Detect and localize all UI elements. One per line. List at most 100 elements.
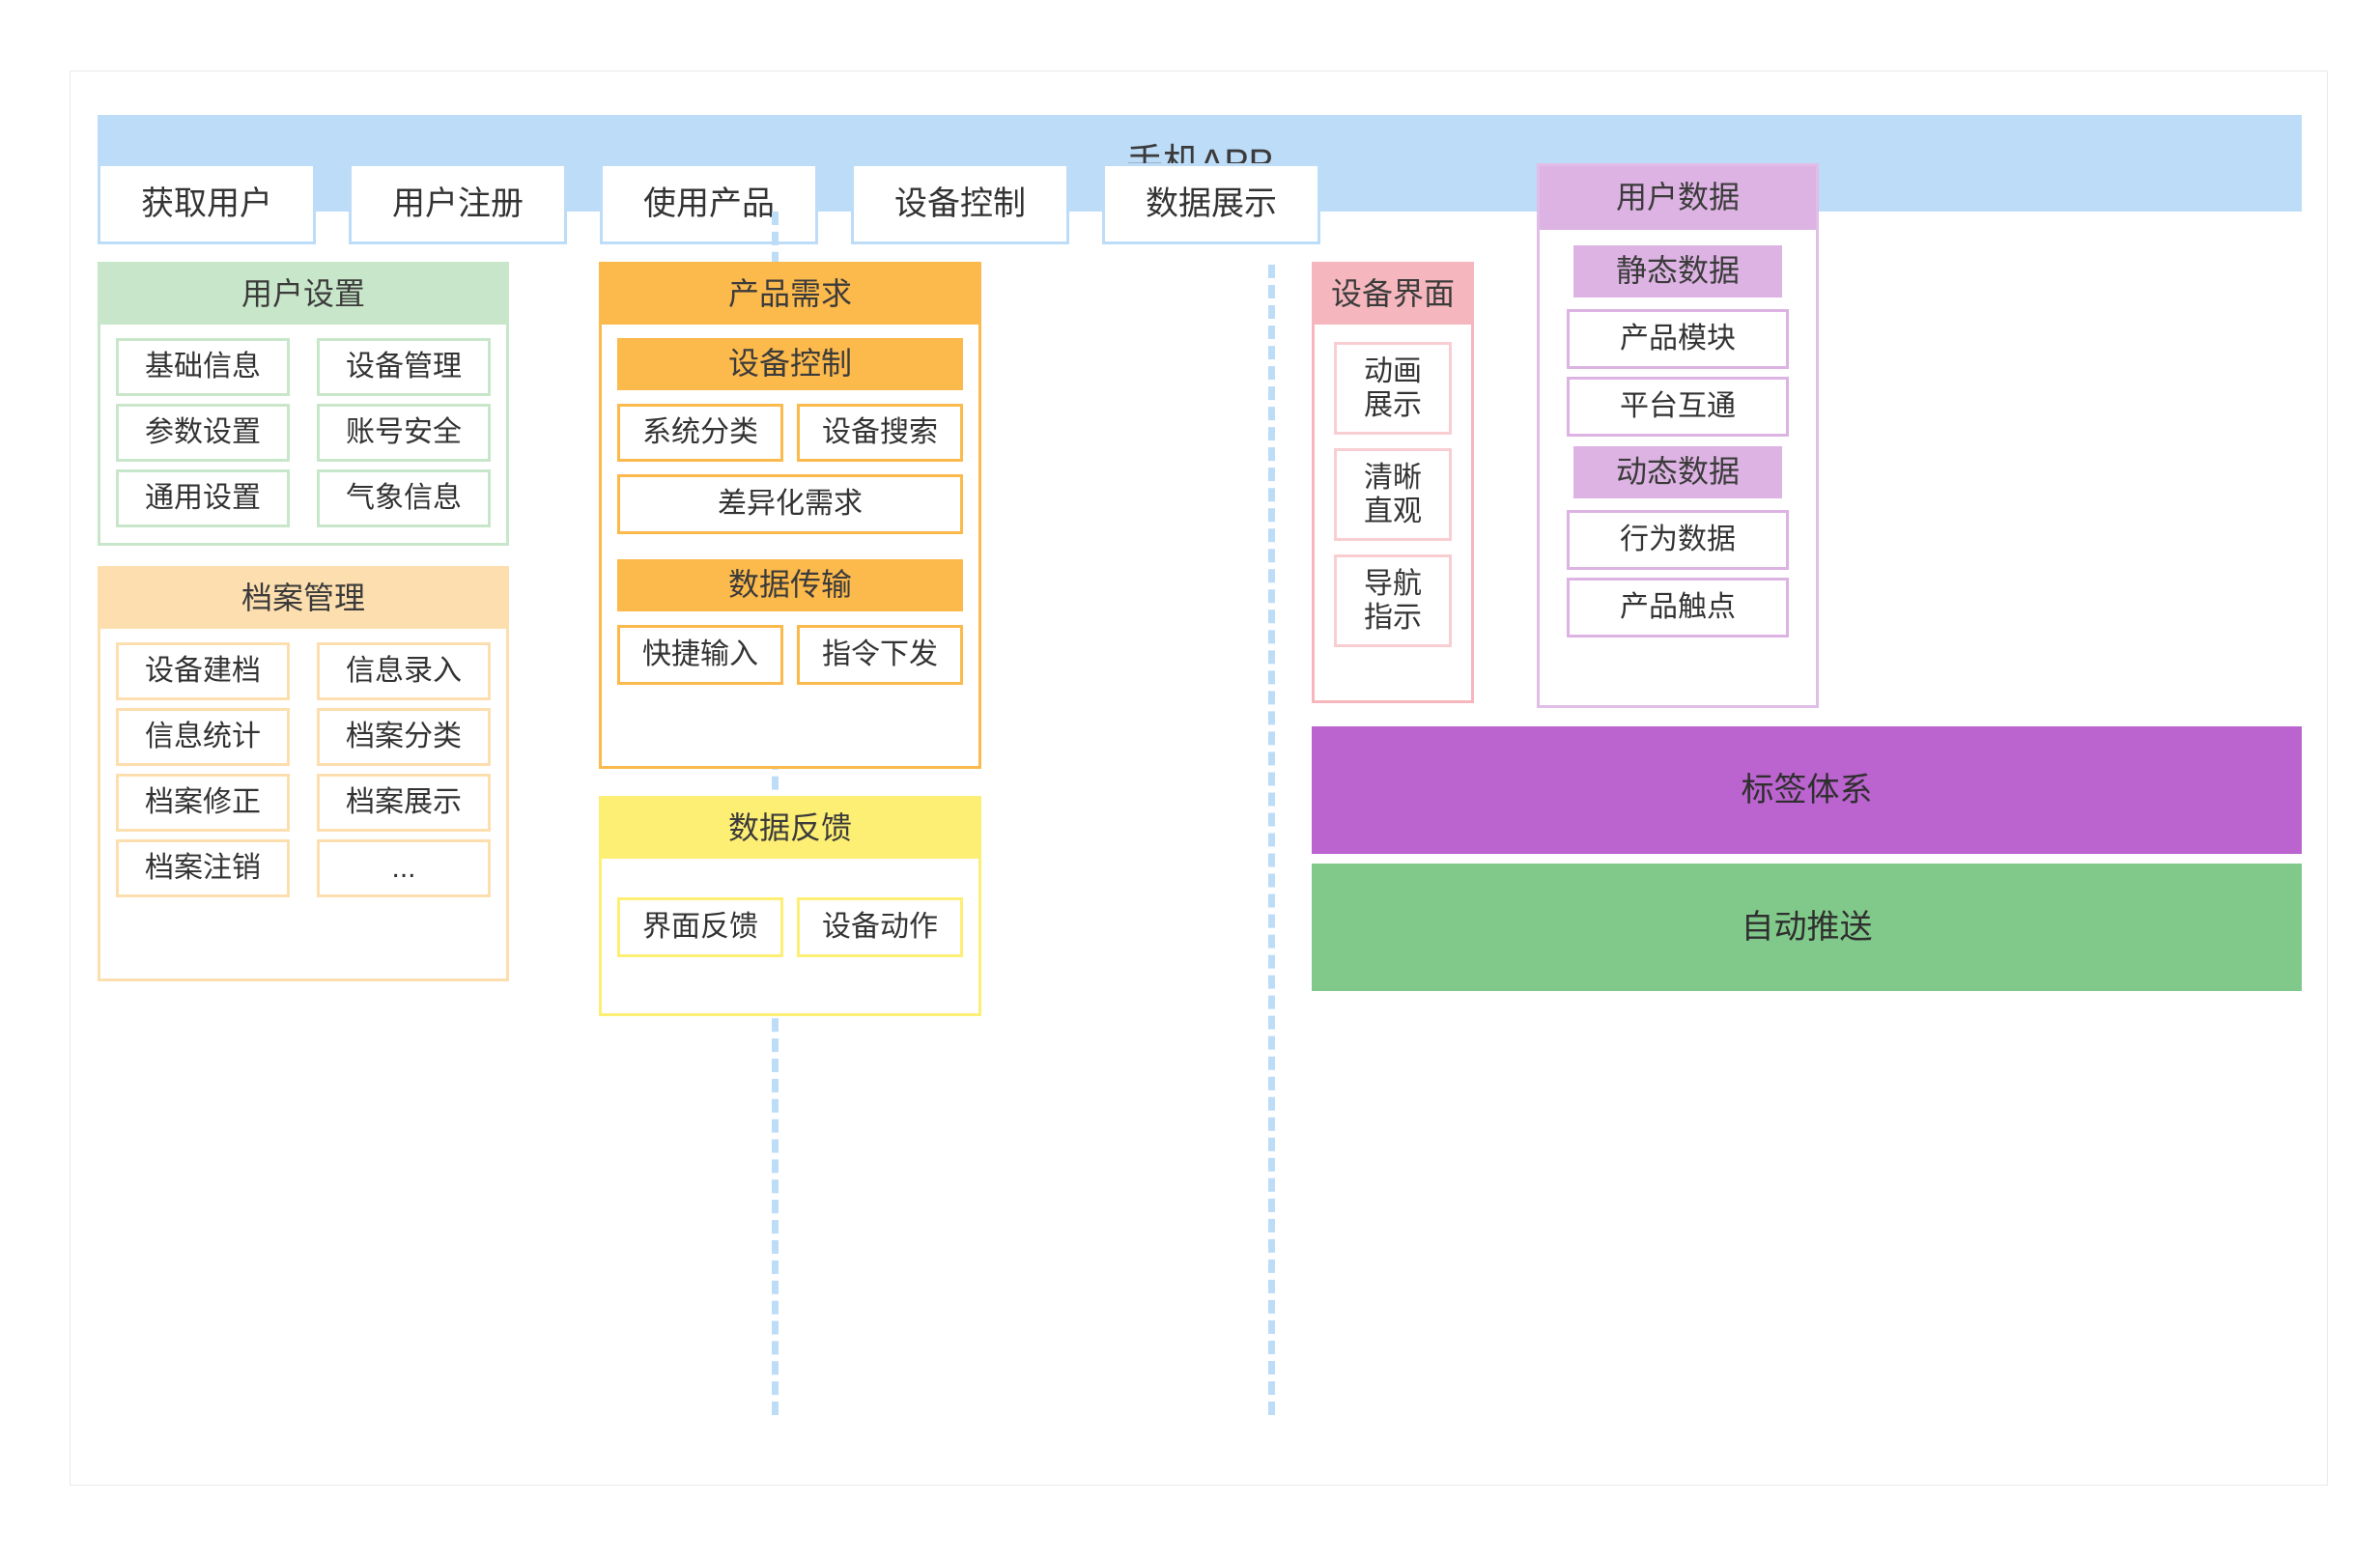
flow-step-2[interactable]: 用户注册 <box>349 163 567 244</box>
chip-system-category-label: 系统分类 <box>642 416 758 449</box>
chip-platform-interop[interactable]: 平台互通 <box>1567 377 1789 437</box>
panel-product-requirements-title: 产品需求 <box>602 265 978 325</box>
diagram-frame: 手机APP 获取用户 用户注册 使用产品 设备控制 数据展示 <box>70 71 2328 1486</box>
chip-archive-7-label: 档案注销 <box>145 852 261 885</box>
chip-ui-feedback[interactable]: 界面反馈 <box>617 897 783 957</box>
panel-user-data-title: 用户数据 <box>1540 166 1816 230</box>
chip-user-settings-4-label: 账号安全 <box>346 416 462 449</box>
panel-archive-management: 档案管理 设备建档 信息录入 信息统计 档案分类 档案修正 档案展示 档案注销 <box>98 566 509 981</box>
chip-behavior-data[interactable]: 行为数据 <box>1567 510 1789 570</box>
chip-user-settings-4[interactable]: 账号安全 <box>317 404 491 462</box>
band-dynamic-data: 动态数据 <box>1573 446 1782 498</box>
chip-command-dispatch[interactable]: 指令下发 <box>797 625 963 685</box>
chip-archive-1[interactable]: 设备建档 <box>116 642 290 700</box>
panel-user-settings-title: 用户设置 <box>100 265 506 325</box>
chip-platform-interop-label: 平台互通 <box>1620 390 1736 423</box>
chip-system-category[interactable]: 系统分类 <box>617 404 783 462</box>
chip-archive-6-label: 档案展示 <box>346 786 462 819</box>
chip-archive-5[interactable]: 档案修正 <box>116 774 290 832</box>
panel-user-data: 用户数据 静态数据 产品模块 平台互通 动态数据 行为数据 产品触点 <box>1537 163 1819 708</box>
chip-quick-input-label: 快捷输入 <box>642 638 758 671</box>
band-data-transmission: 数据传输 <box>617 559 963 611</box>
chip-ui-feedback-label: 界面反馈 <box>642 911 758 944</box>
chip-device-action[interactable]: 设备动作 <box>797 897 963 957</box>
band-data-transmission-label: 数据传输 <box>727 567 852 603</box>
panel-device-interface-title-text: 设备界面 <box>1330 276 1455 312</box>
chip-quick-input[interactable]: 快捷输入 <box>617 625 783 685</box>
chip-user-settings-2[interactable]: 设备管理 <box>317 338 491 396</box>
chip-archive-2[interactable]: 信息录入 <box>317 642 491 700</box>
chip-product-module-label: 产品模块 <box>1620 323 1736 355</box>
chip-navigation-indication[interactable]: 导航 指示 <box>1334 554 1452 647</box>
panel-archive-management-body: 设备建档 信息录入 信息统计 档案分类 档案修正 档案展示 档案注销 ... <box>100 629 506 978</box>
panel-data-feedback-body: 界面反馈 设备动作 <box>602 859 978 1013</box>
flow-step-1[interactable]: 获取用户 <box>98 163 316 244</box>
panel-user-settings-body: 基础信息 设备管理 参数设置 账号安全 通用设置 气象信息 <box>100 325 506 543</box>
block-tag-system-label: 标签体系 <box>1741 771 1873 808</box>
chip-archive-3-label: 信息统计 <box>145 721 261 753</box>
chip-user-settings-1-label: 基础信息 <box>145 351 261 383</box>
block-tag-system[interactable]: 标签体系 <box>1312 726 2302 854</box>
panel-product-requirements-body: 设备控制 系统分类 设备搜索 差异化需求 数据传输 快捷输入 指令下发 <box>602 325 978 766</box>
chip-device-search-label: 设备搜索 <box>822 416 938 449</box>
panel-device-interface-title: 设备界面 <box>1315 265 1471 325</box>
chip-archive-3[interactable]: 信息统计 <box>116 708 290 766</box>
block-auto-push[interactable]: 自动推送 <box>1312 864 2302 991</box>
diagram-canvas: 手机APP 获取用户 用户注册 使用产品 设备控制 数据展示 <box>71 71 2327 1485</box>
chip-device-action-label: 设备动作 <box>822 911 938 944</box>
chip-product-module[interactable]: 产品模块 <box>1567 309 1789 369</box>
panel-user-data-body: 静态数据 产品模块 平台互通 动态数据 行为数据 产品触点 <box>1540 230 1816 705</box>
chip-device-search[interactable]: 设备搜索 <box>797 404 963 462</box>
flow-step-4[interactable]: 设备控制 <box>851 163 1069 244</box>
panel-user-settings: 用户设置 基础信息 设备管理 参数设置 账号安全 通用设置 气象信息 <box>98 262 509 546</box>
panel-user-data-title-text: 用户数据 <box>1615 180 1740 215</box>
chip-command-dispatch-label: 指令下发 <box>822 638 938 671</box>
chip-product-touchpoint-label: 产品触点 <box>1620 591 1736 624</box>
chip-navigation-indication-label: 导航 指示 <box>1364 567 1422 634</box>
chip-user-settings-1[interactable]: 基础信息 <box>116 338 290 396</box>
panel-device-interface: 设备界面 动画 展示 清晰 直观 导航 指示 <box>1312 262 1474 703</box>
chip-user-settings-5-label: 通用设置 <box>145 482 261 515</box>
chip-user-settings-6[interactable]: 气象信息 <box>317 469 491 527</box>
band-static-data-label: 静态数据 <box>1615 253 1740 289</box>
panel-data-feedback-title-text: 数据反馈 <box>727 810 852 846</box>
chip-user-settings-5[interactable]: 通用设置 <box>116 469 290 527</box>
panel-product-requirements-title-text: 产品需求 <box>727 276 852 312</box>
flow-step-3[interactable]: 使用产品 <box>600 163 818 244</box>
chip-clear-intuitive[interactable]: 清晰 直观 <box>1334 448 1452 541</box>
chip-archive-7[interactable]: 档案注销 <box>116 839 290 897</box>
chip-archive-2-label: 信息录入 <box>346 655 462 688</box>
band-device-control-label: 设备控制 <box>727 346 852 382</box>
panel-archive-management-title: 档案管理 <box>100 569 506 629</box>
chip-behavior-data-label: 行为数据 <box>1620 524 1736 556</box>
panel-archive-management-title-text: 档案管理 <box>241 581 365 616</box>
chip-archive-8[interactable]: ... <box>317 839 491 897</box>
chip-user-settings-2-label: 设备管理 <box>346 351 462 383</box>
band-device-control: 设备控制 <box>617 338 963 390</box>
column-divider-right <box>1268 265 1275 1415</box>
chip-user-settings-3[interactable]: 参数设置 <box>116 404 290 462</box>
panel-device-interface-body: 动画 展示 清晰 直观 导航 指示 <box>1315 325 1471 700</box>
block-auto-push-label: 自动推送 <box>1741 908 1873 946</box>
chip-differentiated-demand-label: 差异化需求 <box>718 488 863 521</box>
panel-data-feedback: 数据反馈 界面反馈 设备动作 <box>599 796 981 1016</box>
chip-archive-5-label: 档案修正 <box>145 786 261 819</box>
flow-step-5[interactable]: 数据展示 <box>1102 163 1320 244</box>
chip-animation-display[interactable]: 动画 展示 <box>1334 342 1452 435</box>
chip-archive-4[interactable]: 档案分类 <box>317 708 491 766</box>
chip-differentiated-demand[interactable]: 差异化需求 <box>617 474 963 534</box>
chip-animation-display-label: 动画 展示 <box>1364 354 1422 421</box>
flow-step-1-label: 获取用户 <box>141 184 272 222</box>
flow-step-5-label: 数据展示 <box>1146 184 1277 222</box>
flow-step-2-label: 用户注册 <box>392 184 524 222</box>
chip-archive-6[interactable]: 档案展示 <box>317 774 491 832</box>
chip-archive-4-label: 档案分类 <box>346 721 462 753</box>
flow-step-4-label: 设备控制 <box>894 184 1026 222</box>
panel-product-requirements: 产品需求 设备控制 系统分类 设备搜索 差异化需求 数据传输 快捷输入 <box>599 262 981 769</box>
chip-product-touchpoint[interactable]: 产品触点 <box>1567 578 1789 638</box>
flow-step-3-label: 使用产品 <box>643 184 775 222</box>
chip-archive-1-label: 设备建档 <box>145 655 261 688</box>
band-static-data: 静态数据 <box>1573 245 1782 298</box>
chip-archive-8-label: ... <box>391 852 416 885</box>
chip-clear-intuitive-label: 清晰 直观 <box>1364 461 1422 527</box>
